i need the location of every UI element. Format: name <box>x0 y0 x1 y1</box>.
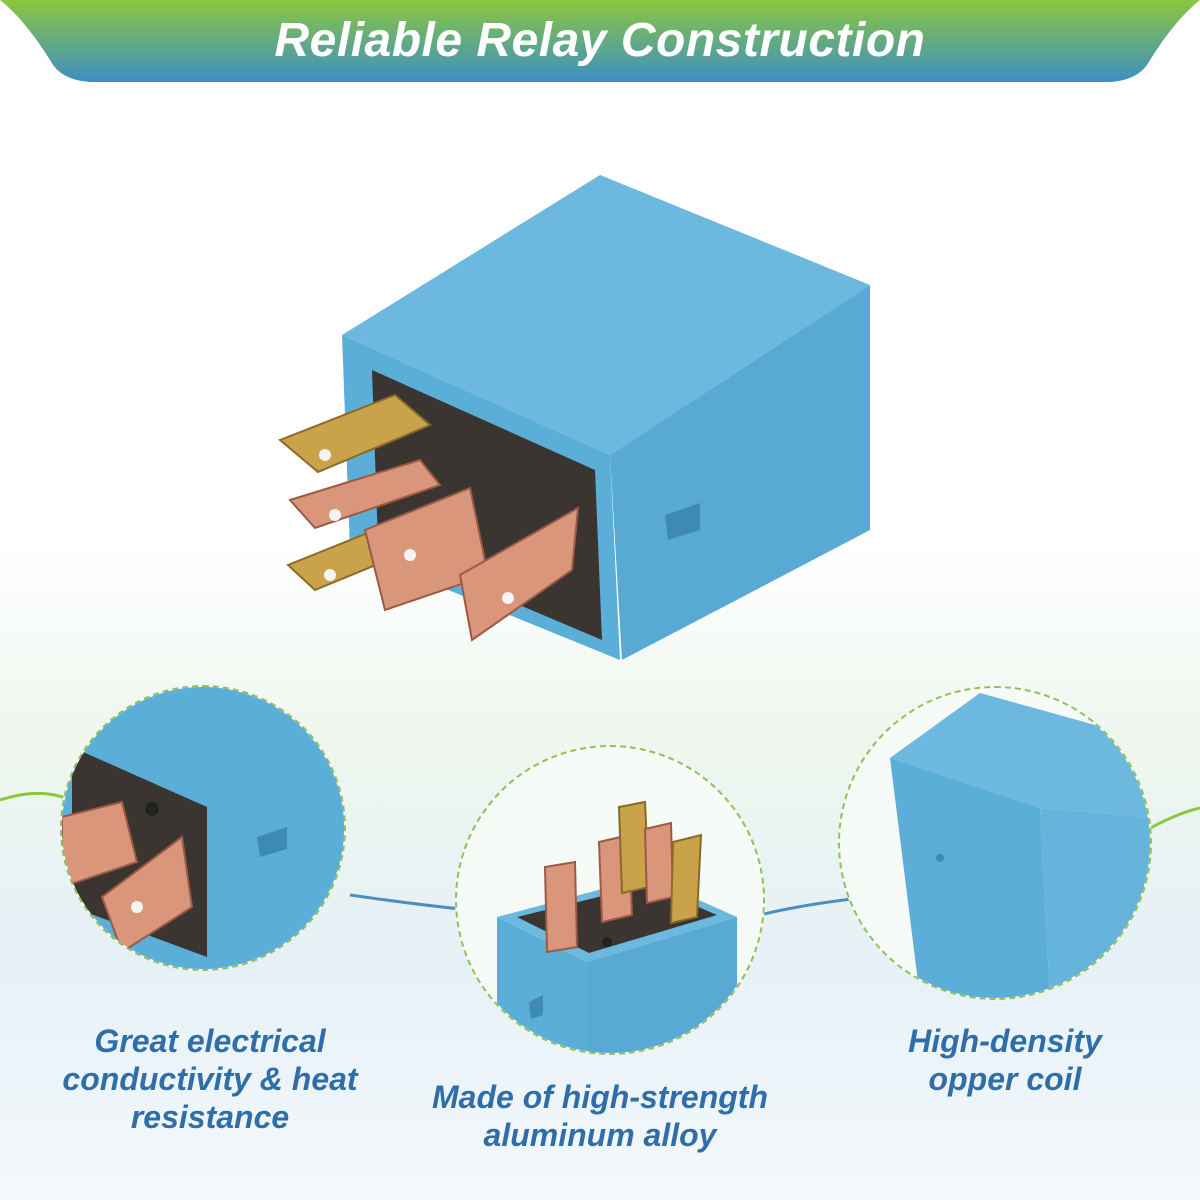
feature-caption-conductivity: Great electrical conductivity & heat res… <box>30 1022 390 1136</box>
detail-circle-housing <box>838 686 1152 1000</box>
feature-caption-line: resistance <box>130 1099 290 1135</box>
feature-caption-material: Made of high-strength aluminum alloy <box>400 1078 800 1154</box>
feature-caption-line: conductivity & heat <box>62 1061 358 1097</box>
feature-caption-line: aluminum alloy <box>483 1117 717 1153</box>
relay-pins-closeup <box>497 800 737 1053</box>
feature-caption-line: Great electrical <box>94 1023 326 1059</box>
feature-caption-line: Made of high-strength <box>432 1079 768 1115</box>
detail-circle-pins <box>455 745 765 1055</box>
page-title: Reliable Relay Construction <box>274 13 926 67</box>
feature-caption-line: High-density <box>908 1023 1102 1059</box>
relay-hero-image <box>260 170 900 675</box>
relay-housing-closeup <box>890 693 1150 998</box>
detail-circle-terminals <box>60 685 346 971</box>
header-banner-shape <box>0 0 1200 82</box>
header-banner: Reliable Relay Construction <box>0 0 1200 84</box>
feature-caption-line: opper coil <box>928 1061 1082 1097</box>
relay-terminals-closeup <box>62 687 344 969</box>
feature-caption-coil: High-density opper coil <box>860 1022 1150 1098</box>
